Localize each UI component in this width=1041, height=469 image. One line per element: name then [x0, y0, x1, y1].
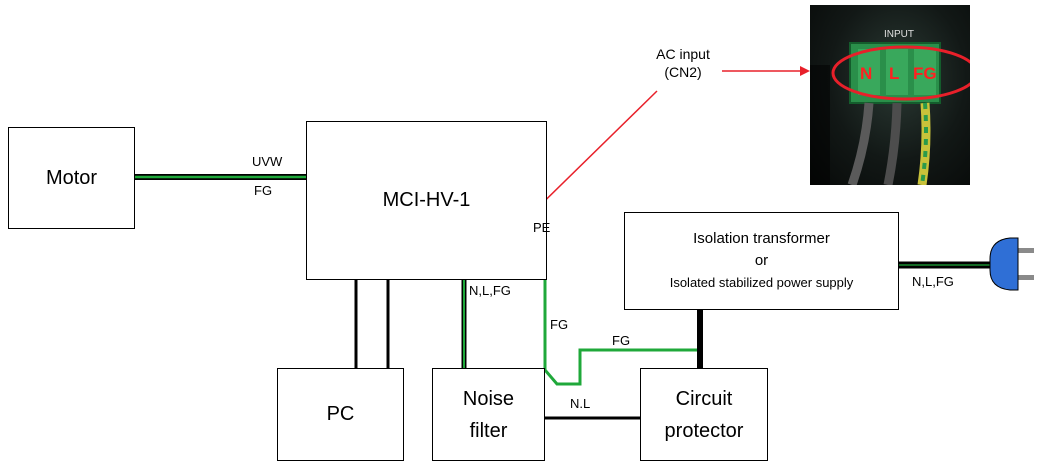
isolation-label-1: Isolation transformer: [693, 230, 830, 247]
terminal-photo-drawing: [810, 42, 970, 185]
uvw-label: UVW: [252, 154, 283, 169]
isolation-label-2: or: [754, 252, 769, 269]
photo-terminal-l: L: [889, 64, 900, 83]
motor-fg-label: FG: [254, 183, 273, 198]
isolation-label-3: Isolated stabilized power supply: [669, 275, 854, 290]
motor-block: Motor: [8, 127, 135, 229]
vertical-fg-label: FG: [550, 317, 569, 332]
ac-input-callout: AC input (CN2): [628, 45, 738, 81]
noise-filter-label-2: filter: [469, 419, 508, 442]
photo-terminal-n: N: [860, 64, 873, 83]
noise-filter-label-1: Noise: [462, 387, 515, 410]
controller-nlfg-label: N,L,FG: [469, 283, 511, 298]
photo-input-header: INPUT: [884, 29, 914, 40]
power-plug-icon: [989, 237, 1034, 291]
pc-block: PC: [277, 368, 404, 461]
controller-block: MCI-HV-1: [306, 121, 547, 280]
horizontal-fg-label: FG: [612, 333, 631, 348]
pe-label: PE: [533, 220, 551, 235]
cn2-label: (CN2): [664, 64, 702, 80]
plug-nlfg-label: N,L,FG: [912, 274, 954, 289]
ac-input-label: AC input: [656, 46, 710, 62]
input-terminal-photo: INPUT N L FG: [810, 5, 970, 185]
photo-terminal-fg: FG: [913, 64, 937, 83]
circuit-protector-block: Circuit protector: [640, 368, 768, 461]
nl-label: N.L: [570, 396, 591, 411]
motor-label: Motor: [45, 166, 98, 189]
isolation-block: Isolation transformer or Isolated stabil…: [624, 212, 899, 310]
circuit-protector-label-2: protector: [664, 419, 744, 442]
noise-filter-block: Noise filter: [432, 368, 545, 461]
pc-label: PC: [326, 403, 355, 425]
controller-label: MCI-HV-1: [382, 189, 471, 211]
circuit-protector-label-1: Circuit: [675, 387, 733, 410]
